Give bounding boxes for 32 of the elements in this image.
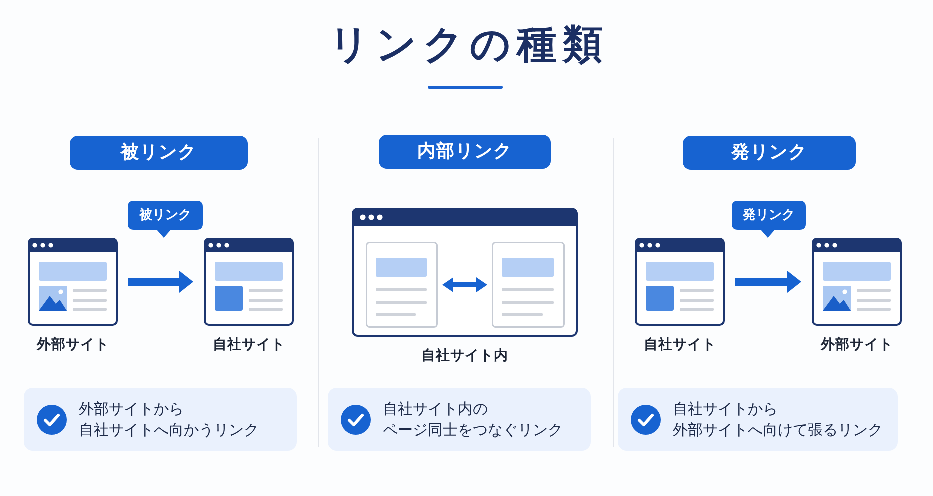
note-card xyxy=(328,388,591,451)
note-card xyxy=(618,388,898,451)
description-text: 自社サイトから外部サイトへ向けて張るリンク xyxy=(673,398,883,440)
browser-window xyxy=(812,238,902,326)
browser-window xyxy=(204,238,294,326)
web-page xyxy=(366,242,438,328)
heading-banner xyxy=(379,135,551,169)
double-arrow xyxy=(442,278,488,292)
site-caption: 外部サイト xyxy=(820,336,894,354)
arrow xyxy=(735,271,802,293)
arrow xyxy=(128,271,194,293)
section-heading: 発リンク xyxy=(732,142,808,164)
speech-bubble xyxy=(128,201,203,238)
bubble-label: 発リンク xyxy=(743,208,795,224)
description-text: 自社サイト内のページ同士をつなぐリンク xyxy=(383,398,563,440)
browser-window xyxy=(352,208,578,337)
site-caption: 自社サイト xyxy=(644,336,716,354)
title: リンクの種類 xyxy=(329,21,609,70)
heading-banner xyxy=(683,136,856,170)
section-heading: 内部リンク xyxy=(418,141,512,163)
web-page xyxy=(492,242,565,328)
browser-window xyxy=(28,238,118,326)
note-card xyxy=(24,388,297,451)
site-caption: 外部サイト xyxy=(36,336,110,354)
site-caption: 自社サイト xyxy=(212,336,286,354)
description-text: 外部サイトから自社サイトへ向かうリンク xyxy=(79,398,259,440)
browser-window xyxy=(635,238,725,326)
site-caption: 自社サイト内 xyxy=(422,347,508,365)
section-heading: 被リンク xyxy=(121,142,197,164)
heading-banner xyxy=(70,136,248,170)
speech-bubble xyxy=(732,201,806,238)
bubble-label: 被リンク xyxy=(140,208,192,224)
